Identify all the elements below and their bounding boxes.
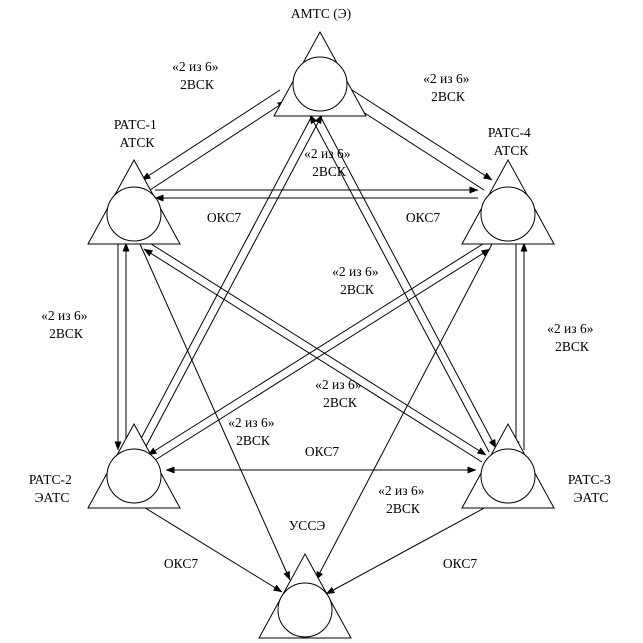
node-label-rats2: РАТС-2 ЭАТС <box>29 472 75 505</box>
link-amts-rats3-a <box>317 111 497 449</box>
link-amts-rats4-a <box>351 89 493 181</box>
edge-label-rats1-rats4: ОКС7 <box>207 210 241 225</box>
edge-label-amts-rats1: «2 из 6» 2ВСК <box>172 59 222 92</box>
link-amts-rats1-b <box>149 100 287 191</box>
node-label-amts: АМТС (Э) <box>291 6 351 21</box>
link-rats1-rats3-b <box>143 248 483 463</box>
edge-label-rats2-usse: ОКС7 <box>164 556 198 571</box>
node-label-usse: УССЭ <box>289 518 326 533</box>
link-amts-rats2-b <box>142 114 323 453</box>
node-circle <box>480 448 536 504</box>
node-label-rats3: РАТС-3 ЭАТС <box>568 472 614 505</box>
edge-label-rats1-rats3: «2 из 6» 2ВСК <box>315 377 365 410</box>
node-rats3 <box>461 422 555 509</box>
node-circle <box>480 186 536 242</box>
node-circle <box>106 448 162 504</box>
link-rats2-usse <box>141 505 283 593</box>
node-label-rats1: РАТС-1 АТСК <box>114 117 160 150</box>
node-rats2 <box>87 422 181 509</box>
node-circle <box>292 56 348 112</box>
node-circle <box>277 582 333 638</box>
connections <box>114 89 528 595</box>
link-rats3-usse <box>325 505 489 595</box>
node-label-rats4: РАТС-4 АТСК <box>488 125 534 158</box>
edge-label-rats4-rats2: «2 из 6» 2ВСК <box>332 264 382 297</box>
edge-label-rats1-rats2: «2 из 6» 2ВСК <box>41 308 91 341</box>
link-amts-rats2-a <box>135 111 315 449</box>
link-rats4-usse <box>315 243 493 581</box>
link-rats4-rats2-b <box>151 248 491 463</box>
link-amts-rats3-b <box>309 114 490 453</box>
node-amts <box>273 30 367 117</box>
edge-label-rats2-rats3: ОКС7 <box>305 444 339 459</box>
edge-label-amts-rats3: «2 из 6» 2ВСК <box>228 415 278 448</box>
edge-label-rats3-usse-b: «2 из 6» 2ВСК <box>378 483 428 516</box>
link-rats1-usse <box>139 243 291 581</box>
node-rats1 <box>87 158 181 245</box>
link-amts-rats1-a <box>141 89 281 181</box>
edge-label-amts-rats2: «2 из 6» 2ВСК <box>304 146 354 179</box>
edge-label-rats4-rats3: «2 из 6» 2ВСК <box>547 321 597 354</box>
link-amts-rats4-b <box>345 100 485 191</box>
edge-label-rats1-rats4-b: ОКС7 <box>406 210 440 225</box>
edge-label-rats3-usse: ОКС7 <box>443 556 477 571</box>
edge-label-amts-rats4: «2 из 6» 2ВСК <box>423 71 473 104</box>
node-circle <box>106 186 162 242</box>
edge-labels: «2 из 6» 2ВСК «2 из 6» 2ВСК «2 из 6» 2ВС… <box>41 59 597 571</box>
node-labels: АМТС (Э) РАТС-1 АТСК РАТС-4 АТСК РАТС-2 … <box>29 6 614 533</box>
link-rats4-rats2-a <box>147 241 487 456</box>
node-usse <box>258 552 352 639</box>
node-rats4 <box>461 158 555 245</box>
